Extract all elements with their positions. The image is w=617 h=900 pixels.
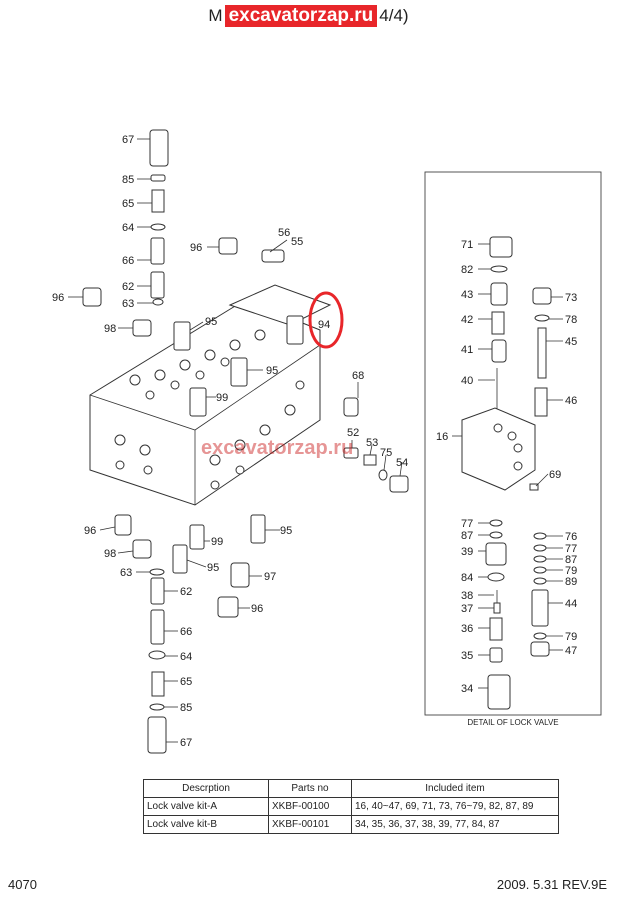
- part-label: 45: [565, 336, 577, 348]
- part-label: 84: [461, 572, 473, 584]
- part-label: 69: [549, 469, 561, 481]
- part-label: 87: [461, 530, 473, 542]
- table-cell: XKBF-00101: [268, 815, 352, 834]
- part-label: 62: [122, 281, 134, 293]
- part-label: 55: [291, 236, 303, 248]
- part-label: 79: [565, 631, 577, 643]
- part-label: 73: [565, 292, 577, 304]
- lock-valve-detail-box: [424, 171, 602, 716]
- part-label: 54: [396, 457, 408, 469]
- table-header: Parts no: [268, 779, 352, 798]
- part-label: 82: [461, 264, 473, 276]
- part-label: 76: [565, 531, 577, 543]
- part-label: 36: [461, 623, 473, 635]
- part-label: 95: [205, 316, 217, 328]
- part-label: 96: [190, 242, 202, 254]
- part-label: 96: [251, 603, 263, 615]
- part-label: 78: [565, 314, 577, 326]
- part-label: 64: [122, 222, 134, 234]
- part-label: 40: [461, 375, 473, 387]
- page-number: 4070: [8, 877, 37, 892]
- table-header-row: Descrption Parts no Included item: [143, 779, 559, 798]
- part-label: 41: [461, 344, 473, 356]
- part-labels-lock: 71 82 43 73 78 42 41 45 40 46 16 69 77 7…: [436, 239, 577, 695]
- table-cell: Lock valve kit-A: [143, 797, 269, 816]
- part-label: 66: [122, 255, 134, 267]
- part-label: 38: [461, 590, 473, 602]
- part-label: 95: [207, 562, 219, 574]
- part-label: 43: [461, 289, 473, 301]
- part-label: 53: [366, 437, 378, 449]
- part-label: 67: [122, 134, 134, 146]
- table-row: Lock valve kit-B XKBF-00101 34, 35, 36, …: [143, 815, 559, 834]
- table-row: Lock valve kit-A XKBF-00100 16, 40~47, 6…: [143, 797, 559, 816]
- part-label: 98: [104, 323, 116, 335]
- part-label: 97: [264, 571, 276, 583]
- part-label: 89: [565, 576, 577, 588]
- part-label: 64: [180, 651, 192, 663]
- parts-table: Descrption Parts no Included item Lock v…: [143, 779, 559, 834]
- part-label: 96: [84, 525, 96, 537]
- part-label: 87: [565, 554, 577, 566]
- revision-date: 2009. 5.31 REV.9E: [496, 877, 607, 892]
- table-cell: XKBF-00100: [268, 797, 352, 816]
- part-label: 99: [211, 536, 223, 548]
- title-prefix: M: [208, 6, 223, 25]
- part-label: 37: [461, 603, 473, 615]
- part-label: 65: [180, 676, 192, 688]
- table-cell: 34, 35, 36, 37, 38, 39, 77, 84, 87: [351, 815, 559, 834]
- part-label: 42: [461, 314, 473, 326]
- part-label: 56: [278, 227, 290, 239]
- part-label: 16: [436, 431, 448, 443]
- part-label: 98: [104, 548, 116, 560]
- part-labels-main: 67 85 65 64 66 62 63 96 98 96 56 55 95 9…: [52, 134, 408, 749]
- part-label: 95: [266, 365, 278, 377]
- part-label: 71: [461, 239, 473, 251]
- part-label: 99: [216, 392, 228, 404]
- part-label: 62: [180, 586, 192, 598]
- part-label: 68: [352, 370, 364, 382]
- part-label: 77: [565, 543, 577, 555]
- part-label: 39: [461, 546, 473, 558]
- part-label: 79: [565, 565, 577, 577]
- part-label: 44: [565, 598, 577, 610]
- part-label: 46: [565, 395, 577, 407]
- part-label: 63: [122, 298, 134, 310]
- title-suffix: 4/4): [379, 6, 409, 25]
- part-label: 34: [461, 683, 473, 695]
- table-header: Descrption: [143, 779, 269, 798]
- part-label: 75: [380, 447, 392, 459]
- leader-lines: [68, 138, 563, 743]
- part-label: 66: [180, 626, 192, 638]
- part-label: 77: [461, 518, 473, 530]
- part-label: 65: [122, 198, 134, 210]
- bottom-stack-parts: [114, 514, 266, 754]
- part-label: 96: [52, 292, 64, 304]
- table-header: Included item: [351, 779, 559, 798]
- part-label: 52: [347, 427, 359, 439]
- part-label: 95: [280, 525, 292, 537]
- part-label: 47: [565, 645, 577, 657]
- part-label: 85: [180, 702, 192, 714]
- lock-valve-parts: [461, 236, 552, 710]
- watermark-banner: excavatorzap.ru: [224, 5, 378, 27]
- highlight-ring-94: [308, 291, 344, 349]
- part-label: 67: [180, 737, 192, 749]
- part-label: 63: [120, 567, 132, 579]
- watermark-overlay: excavatorzap.ru: [201, 437, 354, 459]
- table-cell: 16, 40~47, 69, 71, 73, 76~79, 82, 87, 89: [351, 797, 559, 816]
- part-label: 35: [461, 650, 473, 662]
- detail-caption: DETAIL OF LOCK VALVE: [467, 718, 559, 727]
- part-label: 85: [122, 174, 134, 186]
- part-label: 94: [318, 319, 330, 331]
- table-cell: Lock valve kit-B: [143, 815, 269, 834]
